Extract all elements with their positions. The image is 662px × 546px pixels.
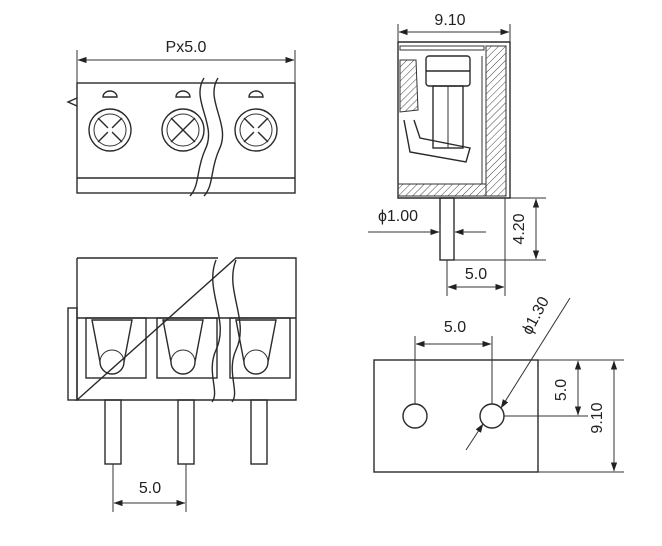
- front-view-break-lines: [211, 259, 241, 403]
- pin-length-label: 4.20: [511, 213, 528, 244]
- top-view: Px5.0: [66, 39, 296, 197]
- screw-slot-2: [161, 90, 205, 152]
- side-view: 9.10 ϕ1.00 4.20 5.0: [368, 12, 546, 296]
- side-pin: [439, 197, 455, 261]
- pin-3: [250, 399, 268, 465]
- depth-label: 9.10: [589, 402, 606, 433]
- row-offset-label: 5.0: [553, 379, 570, 401]
- pin-2: [177, 399, 195, 465]
- pcb-footprint: 5.0 ϕ1.30 5.0 9.10: [373, 294, 624, 473]
- wire-entry-1: [85, 317, 147, 379]
- side-clamp: [403, 119, 471, 163]
- screw-slot-1: [88, 90, 132, 152]
- hole-spacing-label: 5.0: [444, 319, 466, 336]
- pin-diameter-label: ϕ1.00: [378, 208, 418, 225]
- wire-entry-3: [229, 317, 291, 379]
- hole-diameter-label: ϕ1.30: [519, 294, 553, 337]
- pin-offset-label: 5.0: [465, 266, 487, 283]
- pcb-hole-1: [402, 403, 428, 429]
- front-pitch-label: 5.0: [139, 480, 161, 497]
- pin-1: [104, 399, 122, 465]
- hole-diameter-leader: [500, 297, 571, 409]
- wire-entry-2: [156, 317, 218, 379]
- top-view-break-lines: [189, 77, 224, 197]
- pcb-hole-2: [479, 403, 505, 429]
- top-view-body: [76, 82, 296, 194]
- orientation-mark: [66, 97, 78, 107]
- side-view-hatching: [397, 45, 507, 197]
- front-view: 5.0: [67, 257, 297, 512]
- screw-slot-3: [234, 90, 278, 152]
- pitch-label: Px5.0: [166, 39, 207, 56]
- side-width-label: 9.10: [434, 12, 465, 29]
- front-view-body: [75, 257, 297, 401]
